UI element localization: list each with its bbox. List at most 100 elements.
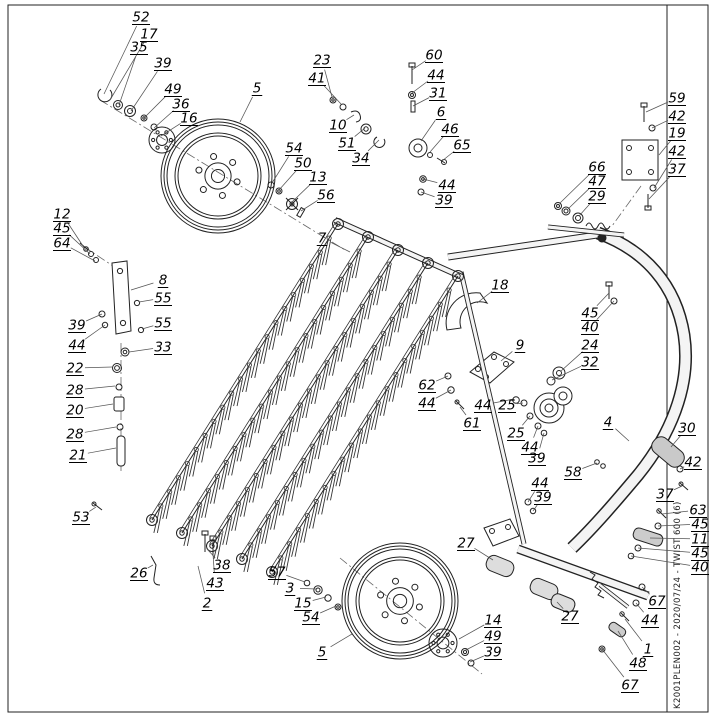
part-number-label: 43 bbox=[206, 576, 223, 592]
part-number-label: 8 bbox=[159, 273, 168, 289]
part-number-label: 65 bbox=[453, 138, 470, 154]
part-number-label: 10 bbox=[329, 118, 346, 134]
part-number-label: 47 bbox=[588, 174, 606, 190]
tine-bar bbox=[176, 231, 374, 547]
part-number-label: 29 bbox=[588, 189, 605, 205]
part-number-label: 40 bbox=[581, 320, 598, 336]
part-number-label: 33 bbox=[154, 340, 171, 356]
part-number-label: 46 bbox=[441, 122, 458, 138]
part-number-label: 39 bbox=[435, 193, 452, 209]
part-number-label: 31 bbox=[429, 86, 446, 102]
part-number-label: 39 bbox=[534, 490, 551, 506]
part-number-label: 42 bbox=[668, 109, 685, 125]
part-number-label: 45 bbox=[691, 546, 708, 562]
part-number-label: 5 bbox=[253, 81, 262, 97]
part-number-label: 63 bbox=[689, 503, 706, 519]
part-number-label: 54 bbox=[302, 610, 319, 626]
part-number-label: 50 bbox=[294, 156, 311, 172]
part-number-label: 44 bbox=[68, 338, 85, 354]
part-number-label: 17 bbox=[140, 27, 158, 43]
part-number-label: 58 bbox=[564, 465, 581, 481]
part-number-label: 28 bbox=[66, 383, 83, 399]
part-number-label: 38 bbox=[213, 558, 230, 574]
part-number-label: 45 bbox=[581, 306, 598, 322]
part-number-label: 60 bbox=[425, 48, 442, 64]
part-number-label: 21 bbox=[69, 448, 86, 464]
part-number-label: 44 bbox=[418, 396, 435, 412]
part-number-label: 14 bbox=[484, 613, 501, 629]
part-number-label: 32 bbox=[581, 355, 598, 371]
part-number-label: 24 bbox=[581, 338, 598, 354]
part-number-label: 64 bbox=[53, 236, 70, 252]
part-number-label: 23 bbox=[313, 53, 330, 69]
part-number-label: 49 bbox=[484, 629, 501, 645]
part-number-label: 5 bbox=[318, 645, 327, 661]
part-number-label: 54 bbox=[285, 141, 302, 157]
mount-plate-top-right bbox=[621, 102, 659, 211]
fasteners-top-left bbox=[97, 88, 158, 131]
part-number-label: 55 bbox=[154, 291, 171, 307]
part-number-label: 51 bbox=[338, 136, 355, 152]
part-number-label: 9 bbox=[516, 338, 525, 354]
part-number-label: 67 bbox=[621, 678, 639, 694]
part-number-label: 57 bbox=[268, 565, 286, 581]
part-number-label: 52 bbox=[132, 10, 149, 26]
part-number-label: 37 bbox=[656, 487, 674, 503]
frame-arm bbox=[333, 217, 693, 553]
generated-artwork bbox=[146, 118, 464, 660]
rotor-disc-bottom bbox=[341, 542, 459, 660]
part-number-label: 67 bbox=[648, 594, 666, 610]
part-number-label: 27 bbox=[457, 536, 475, 552]
part-number-label: 66 bbox=[588, 160, 605, 176]
part-number-label: 59 bbox=[668, 91, 685, 107]
part-number-label: 39 bbox=[68, 318, 85, 334]
part-number-label: 61 bbox=[463, 416, 480, 432]
part-number-label: 39 bbox=[484, 645, 501, 661]
part-number-label: 42 bbox=[684, 455, 701, 471]
part-number-label: 30 bbox=[678, 421, 695, 437]
part-number-label: 27 bbox=[561, 609, 579, 625]
part-number-label: 53 bbox=[72, 510, 89, 526]
part-number-label: 42 bbox=[668, 144, 685, 160]
part-number-label: 44 bbox=[427, 68, 444, 84]
part-number-label: 15 bbox=[294, 596, 311, 612]
tine-bar bbox=[206, 244, 404, 560]
part-number-label: 20 bbox=[66, 403, 83, 419]
part-number-label: 44 bbox=[531, 476, 548, 492]
part-number-label: 44 bbox=[474, 398, 491, 414]
part-number-label: 28 bbox=[66, 427, 83, 443]
part-number-label: 35 bbox=[130, 40, 147, 56]
part-number-label: 18 bbox=[491, 278, 508, 294]
tine-bar bbox=[236, 257, 434, 573]
part-number-label: 56 bbox=[317, 188, 334, 204]
part-number-label: 12 bbox=[53, 207, 70, 223]
drive-gear-cluster bbox=[444, 281, 618, 437]
page-border bbox=[7, 4, 709, 713]
fasteners-bottom bbox=[201, 530, 475, 667]
leader-lines bbox=[67, 25, 691, 678]
part-number-label: 3 bbox=[286, 581, 295, 597]
part-number-label: 44 bbox=[641, 613, 658, 629]
part-number-label: 2 bbox=[203, 596, 212, 612]
part-number-label: 22 bbox=[66, 361, 83, 377]
part-number-label: 62 bbox=[418, 378, 435, 394]
wheel-hub-top bbox=[148, 126, 176, 154]
part-number-label: 45 bbox=[691, 517, 708, 533]
part-number-label: 39 bbox=[154, 56, 171, 72]
part-number-label: 44 bbox=[521, 440, 538, 456]
part-number-label: 16 bbox=[180, 111, 197, 127]
part-number-label: 25 bbox=[507, 426, 524, 442]
part-number-label: 41 bbox=[308, 71, 325, 87]
part-number-label: 6 bbox=[437, 105, 446, 121]
part-number-label: 19 bbox=[668, 126, 685, 142]
part-number-label: 49 bbox=[164, 82, 181, 98]
part-number-label: 11 bbox=[691, 532, 708, 548]
part-number-label: 55 bbox=[154, 316, 171, 332]
tine-bar bbox=[146, 218, 344, 534]
tine-bar bbox=[266, 270, 464, 586]
part-number-label: 26 bbox=[130, 566, 147, 582]
part-number-label: 13 bbox=[309, 170, 326, 186]
part-number-label: 25 bbox=[498, 398, 515, 414]
